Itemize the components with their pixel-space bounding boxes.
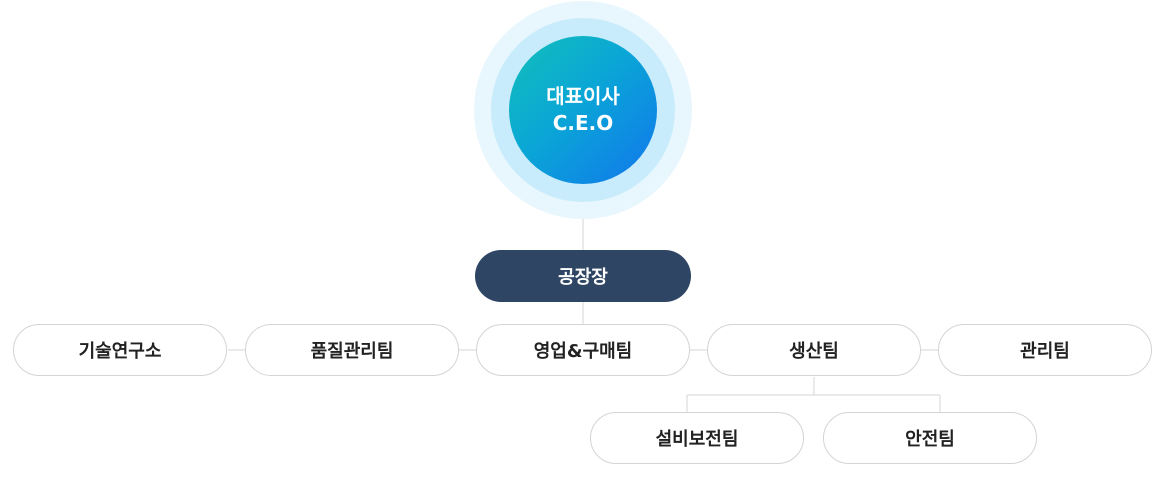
team-rnd-node: 기술연구소: [13, 324, 227, 376]
factory-director-node: 공장장: [475, 250, 691, 302]
team-admin-node: 관리팀: [938, 324, 1152, 376]
team-quality-node: 품질관리팀: [245, 324, 459, 376]
subteam-safety-node: 안전팀: [823, 412, 1037, 464]
ceo-title-en: C.E.O: [552, 111, 614, 135]
team-production-node: 생산팀: [707, 324, 921, 376]
ceo-title-ko: 대표이사: [546, 84, 620, 108]
ceo-node: 대표이사 C.E.O: [509, 36, 657, 184]
team-sales-purchasing-node: 영업&구매팀: [476, 324, 690, 376]
subteam-facility-node: 설비보전팀: [590, 412, 804, 464]
